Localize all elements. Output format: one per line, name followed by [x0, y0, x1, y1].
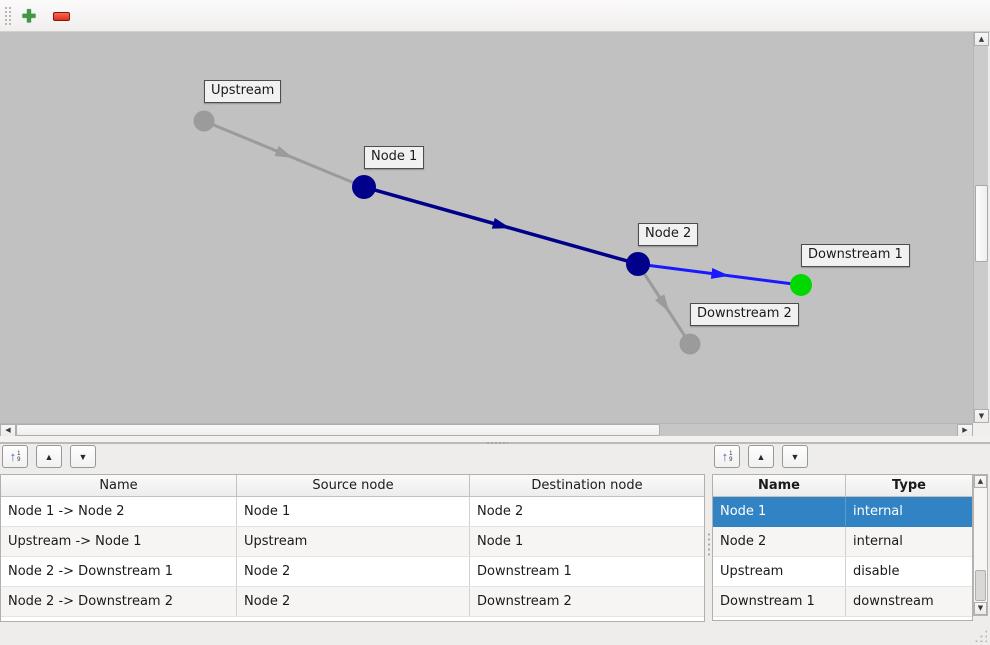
node-label-node2[interactable]: Node 2 [638, 223, 699, 246]
node-table-row-selected[interactable]: Node 1 internal [713, 497, 972, 527]
edge-source-cell[interactable]: Node 2 [237, 587, 470, 616]
node-label-downstream1[interactable]: Downstream 1 [801, 244, 910, 267]
edge-name-cell[interactable]: Node 1 -> Node 2 [1, 497, 237, 526]
node-table-scrollbar[interactable]: ▲ ▼ [973, 474, 988, 616]
horizontal-scrollbar-thumb[interactable] [16, 424, 660, 436]
edge-arrow-icon [710, 268, 730, 279]
scrollbar-corner [973, 423, 990, 436]
edge-name-cell[interactable]: Node 2 -> Downstream 1 [1, 557, 237, 586]
node-header-type[interactable]: Type [892, 478, 926, 493]
edge-name-cell[interactable]: Node 2 -> Downstream 2 [1, 587, 237, 616]
node-move-down-button[interactable]: ▼ [782, 445, 808, 468]
node-name-cell[interactable]: Upstream [713, 557, 846, 586]
down-triangle-icon: ▼ [790, 451, 800, 462]
up-triangle-icon: ▲ [44, 451, 54, 462]
toolbar-grip-handle[interactable] [4, 6, 12, 26]
node-downstream1[interactable] [790, 274, 812, 296]
table-splitter-grip[interactable] [707, 532, 711, 558]
node-name-cell[interactable]: Downstream 1 [713, 587, 846, 616]
sort-ascending-icon: ↑ 1 9 [9, 449, 21, 464]
main-toolbar: ✚ [0, 0, 990, 32]
remove-icon [52, 11, 70, 21]
canvas-horizontal-scrollbar[interactable]: ◀ ▶ [0, 423, 973, 437]
down-triangle-icon: ▼ [78, 451, 88, 462]
edge-sort-button[interactable]: ↑ 1 9 [2, 445, 28, 468]
up-triangle-icon: ▲ [756, 451, 766, 462]
scroll-up-arrow-icon[interactable]: ▲ [974, 475, 987, 488]
node-upstream[interactable] [193, 110, 215, 132]
pane-splitter[interactable] [0, 436, 990, 451]
bottom-panel: ↑ 1 9 ▲ ▼ ↑ 1 9 ▲ [0, 444, 990, 645]
edge-destination-cell[interactable]: Node 2 [477, 504, 524, 519]
node-node1[interactable] [352, 175, 376, 199]
scroll-down-arrow-icon[interactable]: ▼ [974, 602, 987, 615]
node-label-upstream[interactable]: Upstream [204, 80, 282, 103]
edge-header-destination[interactable]: Destination node [531, 478, 643, 493]
node-header-name[interactable]: Name [713, 475, 846, 496]
edge-destination-cell[interactable]: Downstream 1 [477, 564, 572, 579]
node-table-header: Name Type [713, 475, 972, 497]
edge-source-cell[interactable]: Node 2 [237, 557, 470, 586]
edge-table-row[interactable]: Node 2 -> Downstream 2 Node 2 Downstream… [1, 587, 704, 617]
node-downstream2[interactable] [679, 333, 701, 355]
node-table-row[interactable]: Downstream 1 downstream [713, 587, 972, 617]
edge-table-row[interactable]: Upstream -> Node 1 Upstream Node 1 [1, 527, 704, 557]
edge-header-name[interactable]: Name [1, 475, 237, 496]
edge-header-source[interactable]: Source node [237, 475, 470, 496]
node-name-cell[interactable]: Node 2 [713, 527, 846, 556]
node-type-cell[interactable]: downstream [853, 594, 934, 609]
edge-arrow-icon [655, 294, 670, 313]
node-table: Name Type Node 1 internal Node 2 interna… [712, 474, 973, 621]
edge-move-up-button[interactable]: ▲ [36, 445, 62, 468]
node-move-up-button[interactable]: ▲ [748, 445, 774, 468]
remove-button[interactable] [48, 4, 74, 28]
edge-source-cell[interactable]: Node 1 [237, 497, 470, 526]
graph-svg [193, 110, 812, 355]
scroll-down-arrow-icon[interactable]: ▼ [974, 409, 989, 423]
node-table-row[interactable]: Node 2 internal [713, 527, 972, 557]
table-scrollbar-thumb[interactable] [975, 570, 986, 601]
node-table-row[interactable]: Upstream disable [713, 557, 972, 587]
node-type-cell[interactable]: internal [853, 534, 903, 549]
node-label-downstream2[interactable]: Downstream 2 [690, 303, 799, 326]
add-button[interactable]: ✚ [16, 4, 42, 28]
node-name-cell[interactable]: Node 1 [713, 497, 846, 526]
node-label-node1[interactable]: Node 1 [364, 146, 425, 169]
edge-table-row[interactable]: Node 2 -> Downstream 1 Node 2 Downstream… [1, 557, 704, 587]
edge-table-row[interactable]: Node 1 -> Node 2 Node 1 Node 2 [1, 497, 704, 527]
edge-move-down-button[interactable]: ▼ [70, 445, 96, 468]
scroll-up-arrow-icon[interactable]: ▲ [974, 32, 989, 46]
node-type-cell[interactable]: disable [853, 564, 900, 579]
edge-destination-cell[interactable]: Downstream 2 [477, 594, 572, 609]
node-type-cell[interactable]: internal [853, 504, 903, 519]
edge-table: Name Source node Destination node Node 1… [0, 474, 705, 622]
edge-table-header: Name Source node Destination node [1, 475, 704, 497]
edge-arrow-icon [491, 218, 511, 229]
edge-source-cell[interactable]: Upstream [237, 527, 470, 556]
node-node2[interactable] [626, 252, 650, 276]
canvas-vertical-scrollbar[interactable]: ▲ ▼ [973, 32, 989, 423]
edge-destination-cell[interactable]: Node 1 [477, 534, 524, 549]
node-sort-button[interactable]: ↑ 1 9 [714, 445, 740, 468]
vertical-scrollbar-thumb[interactable] [975, 185, 988, 262]
edge-arrow-icon [274, 145, 294, 158]
add-icon: ✚ [21, 6, 37, 26]
edge-name-cell[interactable]: Upstream -> Node 1 [1, 527, 237, 556]
sort-ascending-icon: ↑ 1 9 [721, 449, 733, 464]
